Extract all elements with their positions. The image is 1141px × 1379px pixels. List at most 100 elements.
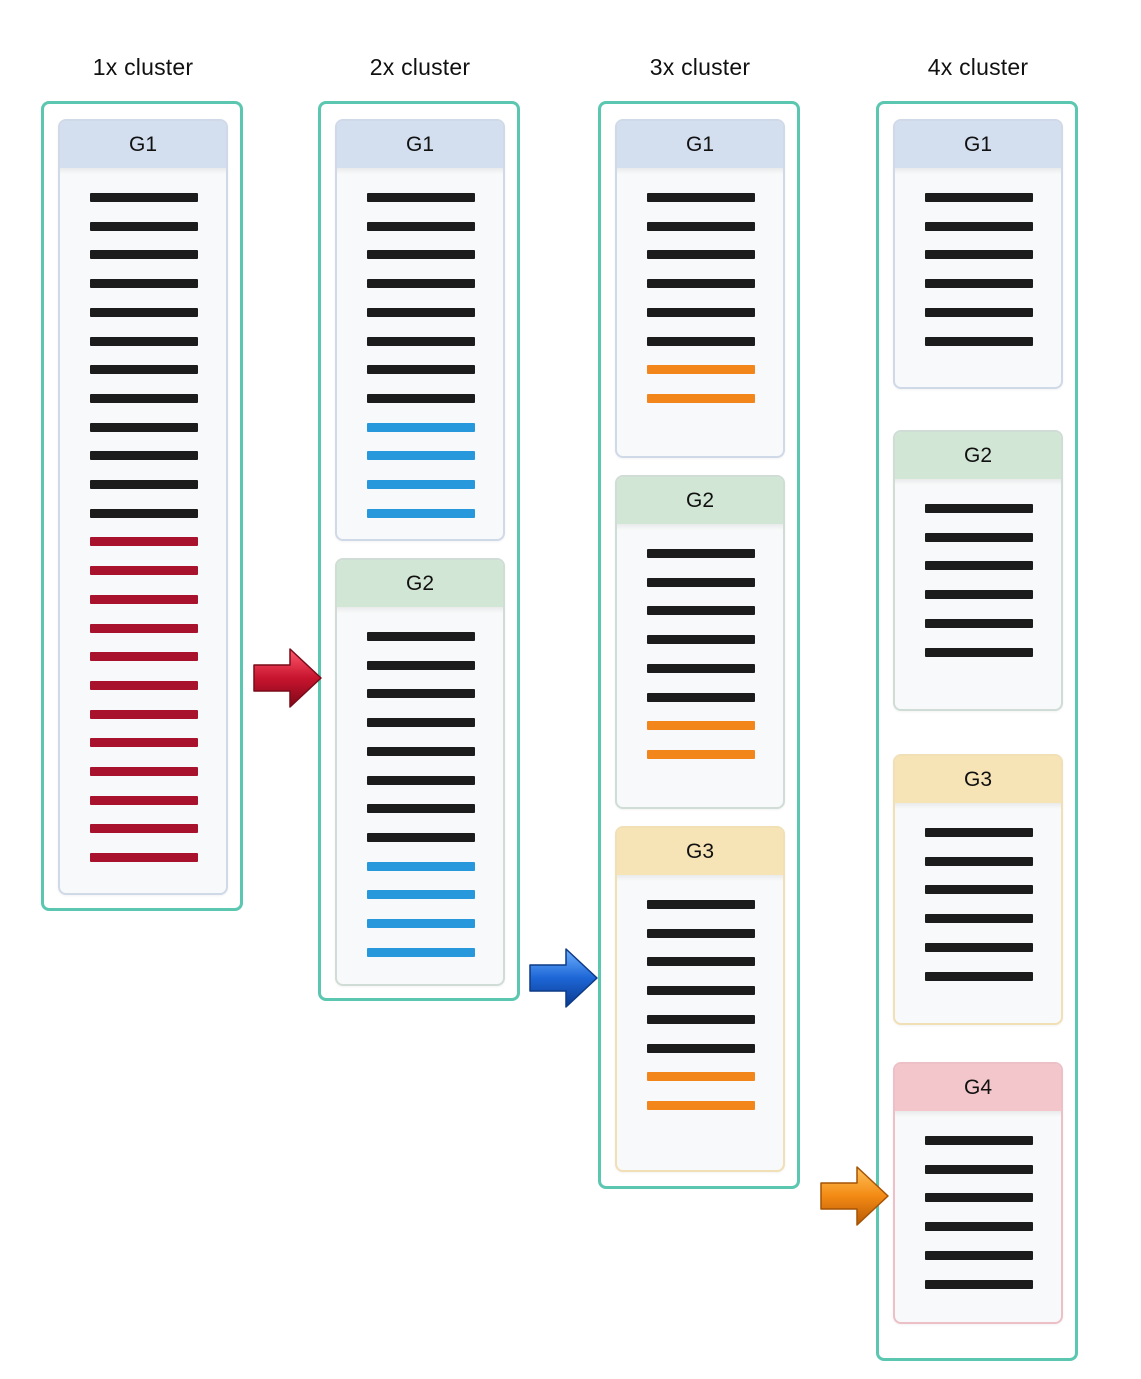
bar-black [367,804,475,814]
bar-black [647,307,755,317]
bar-black [90,221,198,231]
bar-blue [367,422,475,432]
group-g4: G4 [893,1062,1063,1324]
bar-blue [367,861,475,871]
group-header: G2 [337,560,503,613]
bar-black [90,365,198,375]
bar-black [647,279,755,289]
group-header: G3 [617,828,783,881]
bar-black [90,193,198,202]
bar-black [925,504,1033,513]
group-header: G4 [895,1064,1061,1117]
bar-black [647,221,755,231]
cluster-4x-title: 4x cluster [927,54,1029,80]
cluster-3x: G1 G2 G3 [598,101,800,1189]
cluster-3x-title: 3x cluster [649,54,751,80]
group-g3: G3 [615,826,785,1172]
bar-black [367,193,475,202]
bar-black [90,480,198,489]
bar-red [90,680,198,690]
bar-red [90,566,198,576]
group-g1: G1 [335,119,505,541]
bar-black [90,422,198,432]
bar-black [647,928,755,938]
bar-black [925,250,1033,260]
group-header: G3 [895,756,1061,809]
bar-black [367,250,475,260]
orange-arrow-icon [820,1166,889,1226]
bar-black [925,279,1033,289]
cluster-1x: G1 [41,101,243,911]
bar-black [647,1043,755,1053]
bar-orange [647,1100,755,1110]
bar-black [647,986,755,996]
bar-black [367,718,475,728]
bar-red [90,767,198,776]
bar-black [925,221,1033,231]
bar-orange [647,749,755,759]
bar-black [925,856,1033,866]
bar-black [925,336,1033,346]
group-header: G2 [617,477,783,530]
bar-red [90,594,198,604]
bar-black [925,561,1033,571]
bar-black [367,632,475,641]
bar-black [90,250,198,260]
bar-black [647,900,755,909]
bar-blue [367,919,475,928]
bar-orange [647,721,755,731]
group-g1: G1 [58,119,228,895]
bar-black [647,336,755,346]
bar-black [367,279,475,289]
group-g1: G1 [615,119,785,458]
bar-red [90,853,198,863]
bar-red [90,824,198,834]
bar-black [925,885,1033,895]
group-header: G1 [60,121,226,174]
bar-black [367,221,475,231]
cluster-1x-title: 1x cluster [92,54,194,80]
bar-black [367,393,475,403]
bar-red [90,623,198,633]
bar-black [925,1136,1033,1145]
group-g3: G3 [893,754,1063,1025]
bar-red [90,652,198,662]
group-g2: G2 [615,475,785,809]
red-arrow-icon [253,648,322,708]
bar-black [925,307,1033,317]
cluster-4x: G1 G2 G3 G4 [876,101,1078,1361]
bar-black [367,365,475,375]
bar-black [925,828,1033,837]
cluster-2x-title: 2x cluster [369,54,471,80]
bar-blue [367,451,475,461]
group-header: G1 [337,121,503,174]
bar-black [367,307,475,317]
bar-black [90,336,198,346]
bar-black [925,1193,1033,1203]
cluster-2x: G1 G2 [318,101,520,1001]
bar-orange [647,365,755,375]
bar-black [647,957,755,967]
bar-orange [647,1072,755,1082]
blue-arrow-icon [529,948,598,1008]
bar-black [925,1250,1033,1260]
bar-orange [647,393,755,403]
bar-black [925,1164,1033,1174]
bar-red [90,709,198,719]
bar-black [647,193,755,202]
bar-blue [367,508,475,518]
bar-black [925,1279,1033,1289]
bar-black [647,635,755,645]
bar-red [90,537,198,547]
group-g1: G1 [893,119,1063,389]
bar-black [925,590,1033,600]
bar-black [367,746,475,756]
group-header: G1 [617,121,783,174]
bar-black [647,692,755,702]
bar-black [90,393,198,403]
bar-red [90,738,198,748]
bar-blue [367,480,475,489]
bar-black [925,532,1033,542]
bar-black [367,689,475,699]
bar-black [90,307,198,317]
